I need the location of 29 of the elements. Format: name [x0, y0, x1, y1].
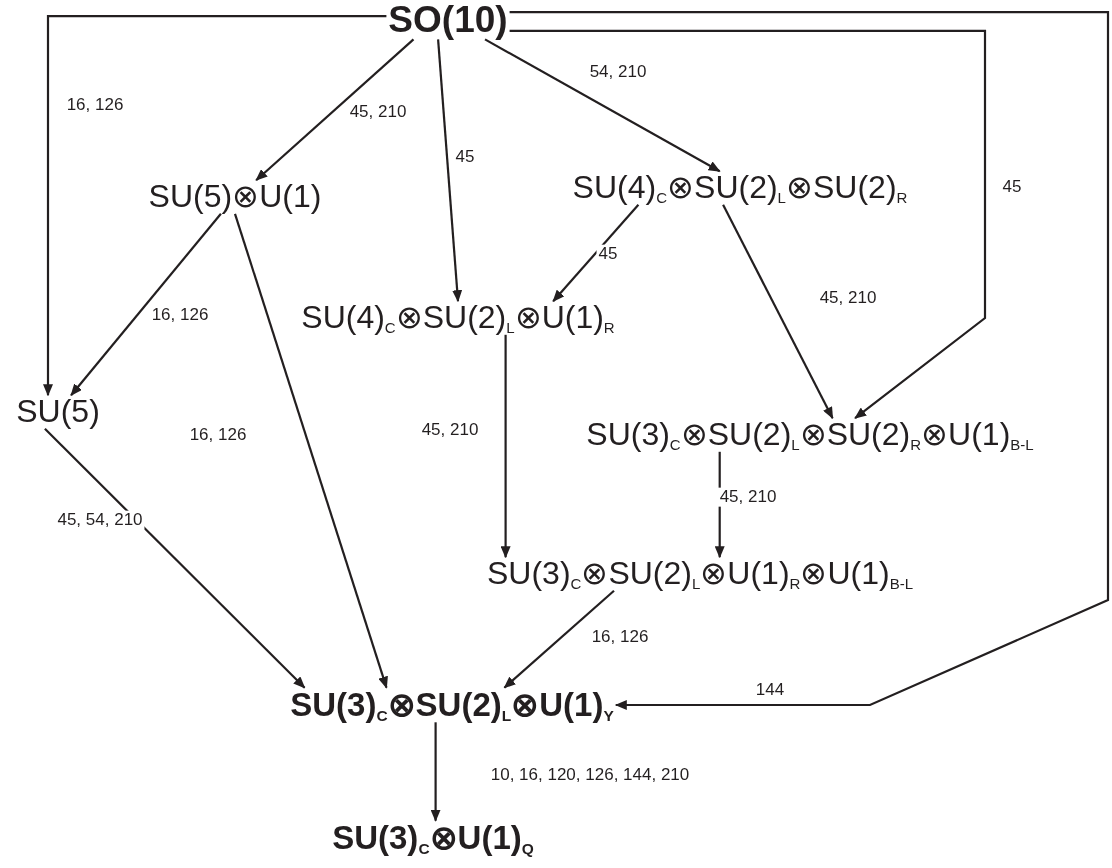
group-label: SU(3)$_{C}$⊗SU(2)$_{L}$⊗SU(2)$_{R}$⊗U(1)$_{B-L}$	[584, 418, 1036, 452]
arrow	[500, 334, 511, 559]
edge-label: 45, 210	[717, 487, 779, 507]
group-label: SO(10)	[386, 0, 510, 40]
edge-label: 45, 210	[817, 288, 879, 308]
group-label: SU(3)$_{C}$⊗SU(2)$_{L}$⊗U(1)$_{R}$⊗U(1)$_{B-L}$	[484, 557, 916, 591]
arrow	[70, 213, 222, 396]
group-label: SU(3)$_{C}$⊗SU(2)$_{L}$⊗U(1)$_{Y}$	[288, 687, 616, 723]
arrow	[233, 213, 388, 689]
arrow	[552, 204, 640, 302]
group-label: SU(4)$_{C}$⊗SU(2)$_{L}$⊗SU(2)$_{R}$	[570, 171, 910, 205]
arrow	[437, 39, 463, 303]
arrow	[484, 38, 721, 173]
group-label: SU(4)$_{C}$⊗SU(2)$_{L}$⊗U(1)$_{R}$	[299, 301, 617, 335]
arrow	[503, 589, 615, 689]
arrow	[509, 11, 1110, 710]
group-label: SU(5)⊗U(1)	[146, 180, 324, 214]
arrow	[43, 15, 387, 397]
arrow	[44, 428, 306, 689]
group-label: SU(5)	[14, 395, 102, 429]
edge-label: 45, 210	[419, 420, 481, 440]
group-label: SU(3)$_{C}$⊗U(1)$_{Q}$	[330, 820, 536, 856]
edge-label: 54, 210	[587, 62, 649, 82]
edge-label: 45, 210	[347, 102, 409, 122]
arrow	[509, 29, 987, 420]
arrow	[255, 38, 415, 182]
arrow	[430, 722, 441, 822]
edge-label: 45, 54, 210	[55, 510, 145, 530]
arrow	[722, 204, 834, 420]
